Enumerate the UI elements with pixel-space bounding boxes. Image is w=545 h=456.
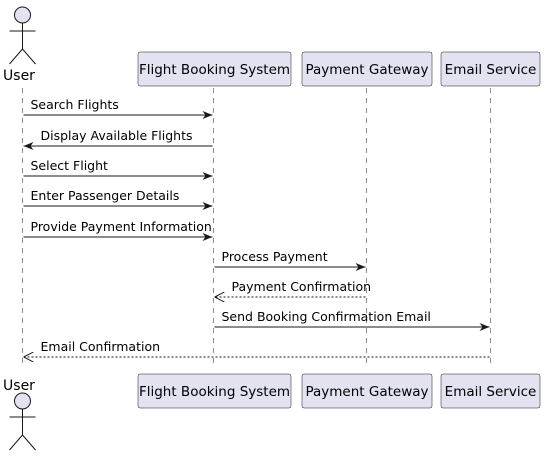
actor-user-top: User [3, 6, 36, 84]
message: Process Payment [214, 249, 366, 271]
message: Select Flight [23, 158, 213, 180]
message-label: Search Flights [31, 97, 119, 112]
actor-user-bottom: User [3, 378, 36, 451]
participant-label: Payment Gateway [305, 384, 428, 400]
participant-label: Flight Booking System [139, 384, 290, 400]
stick-figure-icon [9, 6, 36, 65]
participant-label: Flight Booking System [139, 62, 290, 78]
message-label: Provide Payment Information [31, 219, 212, 234]
message-label: Email Confirmation [41, 339, 161, 354]
stick-figure-icon [9, 392, 36, 451]
message: Provide Payment Information [23, 219, 213, 241]
participant-label: Email Service [445, 384, 537, 400]
message-label: Enter Passenger Details [31, 188, 180, 203]
participant-email-service-top: Email Service [440, 51, 541, 87]
message: Payment Confirmation [214, 279, 372, 297]
message: Send Booking Confirmation Email [214, 309, 490, 331]
message-label: Display Available Flights [41, 128, 193, 143]
message-label: Payment Confirmation [232, 279, 372, 294]
participant-payment-gateway-top: Payment Gateway [301, 51, 433, 87]
participant-payment-gateway-bottom: Payment Gateway [301, 373, 433, 409]
message: Enter Passenger Details [23, 188, 213, 210]
actor-user-label-bottom: User [3, 378, 35, 394]
participant-label: Payment Gateway [305, 62, 428, 78]
message-label: Select Flight [31, 158, 109, 173]
participant-label: Email Service [445, 62, 537, 78]
actor-user-label-top: User [3, 68, 35, 84]
message: Display Available Flights [23, 128, 213, 150]
message-label: Send Booking Confirmation Email [222, 309, 431, 324]
participant-email-service-bottom: Email Service [440, 373, 541, 409]
lifelines [22, 88, 491, 368]
message-label: Process Payment [222, 249, 328, 264]
message: Search Flights [23, 97, 213, 119]
message: Email Confirmation [23, 339, 490, 357]
participant-flight-booking-system-bottom: Flight Booking System [137, 373, 292, 409]
participant-flight-booking-system-top: Flight Booking System [137, 51, 292, 87]
